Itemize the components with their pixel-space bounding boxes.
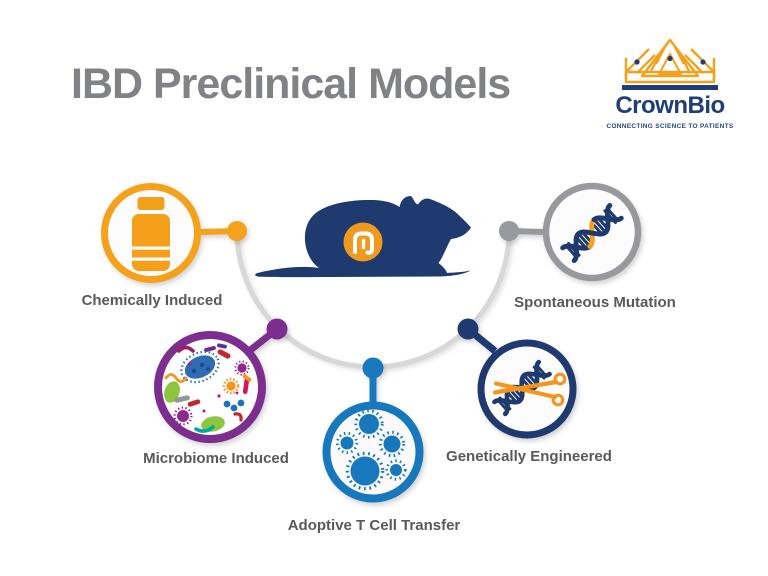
t-cells-icon <box>335 409 407 491</box>
node-spontaneous-mutation <box>499 182 642 282</box>
logo-tagline: CONNECTING SCIENCE TO PATIENTS <box>606 123 734 130</box>
logo-wordmark: CrownBio <box>615 92 725 119</box>
connector-dot <box>266 318 288 340</box>
label-spontaneous-mutation: Spontaneous Mutation <box>514 294 676 311</box>
node-chemically-induced <box>101 183 247 283</box>
scissors-icon <box>492 372 567 407</box>
node-adoptive-t-cell <box>322 357 424 503</box>
dna-scissors-icon <box>492 359 567 417</box>
label-chemically-induced: Chemically Induced <box>81 292 223 309</box>
microbiome-icon <box>164 343 252 433</box>
pill-bottle-icon <box>132 197 170 271</box>
label-genetically-engineered: Genetically Engineered <box>446 448 612 465</box>
crown-icon <box>622 38 718 90</box>
label-microbiome-induced: Microbiome Induced <box>143 450 289 467</box>
connector-dot <box>457 318 479 340</box>
label-adoptive-t-cell: Adoptive T Cell Transfer <box>287 517 461 534</box>
mouse-with-colon-icon <box>255 196 471 278</box>
dna-helix-icon <box>560 202 624 264</box>
page-title: IBD Preclinical Models <box>71 60 511 108</box>
connector-dot <box>499 221 519 241</box>
connector-dot <box>227 221 247 241</box>
node-genetically-engineered <box>457 318 577 439</box>
node-microbiome-induced <box>154 318 288 443</box>
colon-icon <box>353 231 374 255</box>
connector-dot <box>362 357 384 379</box>
